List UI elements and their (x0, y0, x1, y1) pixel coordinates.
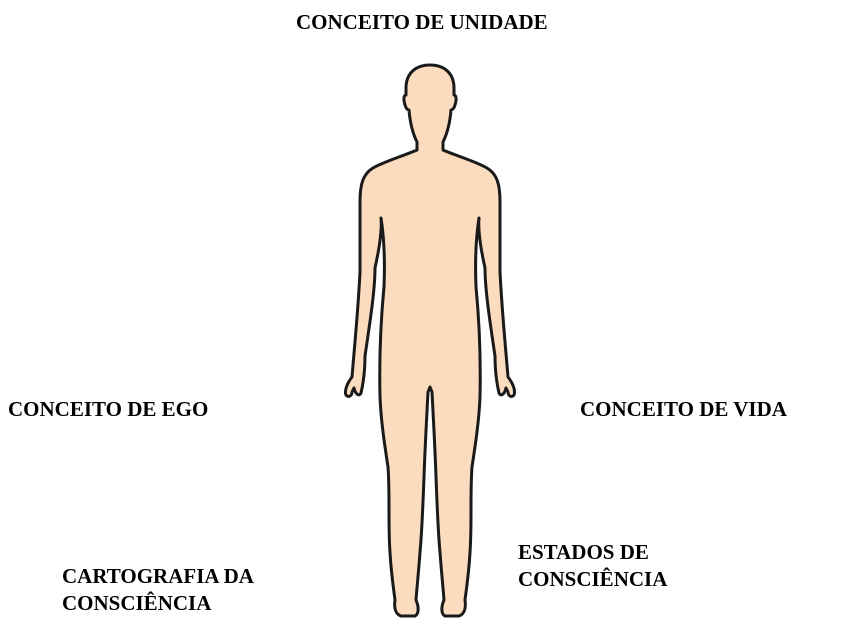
human-body-silhouette-icon (344, 63, 516, 618)
label-line-1: CARTOGRAFIA DA (62, 564, 254, 588)
label-text: CONCEITO DE UNIDADE (296, 10, 548, 34)
body-outline (344, 63, 516, 618)
label-conceito-de-ego: CONCEITO DE EGO (8, 396, 208, 423)
label-conceito-de-vida: CONCEITO DE VIDA (580, 396, 787, 423)
label-conceito-de-unidade: CONCEITO DE UNIDADE (296, 9, 548, 36)
label-line-2: CONSCIÊNCIA (518, 567, 668, 591)
label-cartografia-da-consciencia: CARTOGRAFIA DA CONSCIÊNCIA (62, 563, 254, 617)
label-estados-de-consciencia: ESTADOS DE CONSCIÊNCIA (518, 539, 667, 593)
label-text: CONCEITO DE EGO (8, 397, 209, 421)
label-line-2: CONSCIÊNCIA (62, 591, 212, 615)
label-line-1: ESTADOS DE (518, 540, 649, 564)
label-text: CONCEITO DE VIDA (580, 397, 787, 421)
